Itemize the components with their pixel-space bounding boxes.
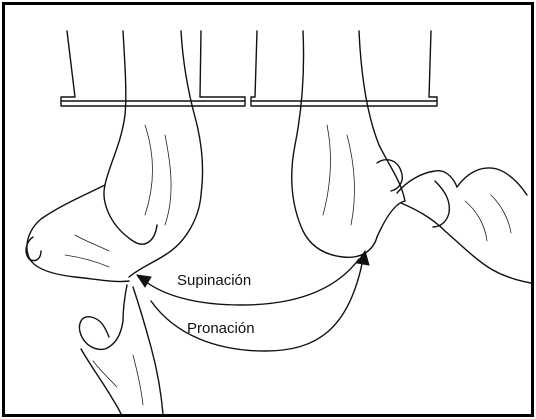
pronation-arrow xyxy=(151,251,369,351)
examiner-left-hand xyxy=(79,285,163,414)
arrow-head-icon xyxy=(137,275,151,287)
right-support-board xyxy=(251,31,437,106)
foot-motion-illustration xyxy=(5,5,531,414)
right-foot xyxy=(292,31,405,257)
supination-label: Supinación xyxy=(177,273,251,288)
left-support-board xyxy=(61,31,245,106)
arrow-head-icon xyxy=(357,251,369,265)
left-foot xyxy=(26,31,203,282)
examiner-right-hand xyxy=(397,168,531,283)
pronation-label: Pronación xyxy=(187,321,255,336)
